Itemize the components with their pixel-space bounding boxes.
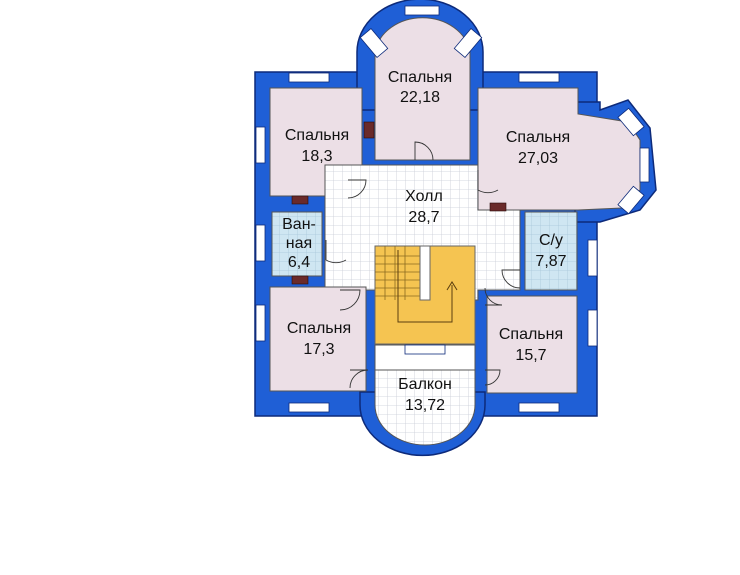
bedroom-ne-name: Спальня: [506, 129, 570, 146]
windows: [255, 5, 650, 413]
bathroom-area: 6,4: [288, 254, 310, 271]
wc-area: 7,87: [535, 253, 566, 270]
room-labels: Спальня 22,18 Спальня 18,3 Спальня 27,03…: [282, 69, 570, 414]
bedroom-nw-name: Спальня: [285, 127, 349, 144]
bedroom-se-name: Спальня: [499, 326, 563, 343]
door-swings: [325, 141, 521, 389]
staircase: [374, 245, 476, 345]
bedroom-sw-name: Спальня: [287, 320, 351, 337]
hall-area: 28,7: [408, 209, 439, 226]
vent-ducts: [291, 121, 507, 285]
bedroom-top-area: 22,18: [400, 89, 440, 106]
balcony-name: Балкон: [398, 376, 452, 393]
bedroom-se-area: 15,7: [515, 347, 546, 364]
bedroom-top-name: Спальня: [388, 69, 452, 86]
bathroom-name-line2: ная: [286, 235, 312, 252]
wc-name: С/у: [539, 232, 563, 249]
bedroom-sw-area: 17,3: [303, 341, 334, 358]
bathroom-name-line1: Ван-: [282, 216, 316, 233]
hall-name: Холл: [405, 188, 443, 205]
balcony-area: 13,72: [405, 397, 445, 414]
bedroom-ne-area: 27,03: [518, 150, 558, 167]
bedroom-nw-area: 18,3: [301, 148, 332, 165]
